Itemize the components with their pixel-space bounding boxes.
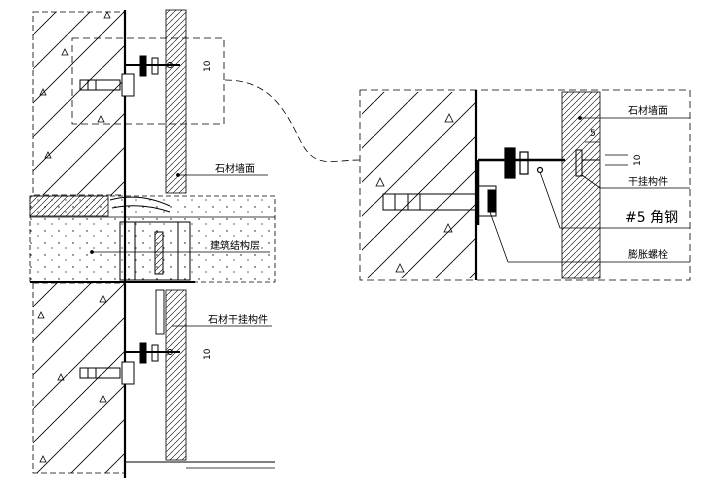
stone-panel-lower xyxy=(165,289,187,461)
detail-frame xyxy=(359,89,691,281)
stone-panel-upper xyxy=(165,9,187,194)
detail-expansion-bolt xyxy=(382,185,497,217)
slab-bracket xyxy=(109,196,191,281)
aggregate-marks xyxy=(37,11,111,463)
label-stone-facade-main: 石材墙面 xyxy=(215,162,255,175)
detail-angle-steel xyxy=(476,147,565,225)
label-hanger-detail: 干挂构件 xyxy=(628,175,668,188)
dimension-lower: 10 xyxy=(203,348,213,360)
label-angle-steel: #5 角钢 xyxy=(625,210,678,226)
slab-edge-block xyxy=(29,195,109,217)
dimension-detail-width: 5 xyxy=(590,129,596,139)
label-expansion-bolt: 膨胀螺栓 xyxy=(628,248,668,261)
callout-connector xyxy=(224,79,361,162)
label-stone-facade-detail: 石材墙面 xyxy=(628,104,668,117)
detail-stone-panel xyxy=(561,91,601,279)
anchor-assembly-lower xyxy=(79,342,180,385)
concrete-wall-upper xyxy=(32,11,126,196)
dimension-detail-gap: 10 xyxy=(633,154,643,166)
dimension-upper: 10 xyxy=(203,60,213,72)
enlarged-detail: 5 10 石材墙面 干挂构件 #5 角钢 膨胀螺栓 xyxy=(359,89,691,281)
label-building-structure: 建筑结构层 xyxy=(210,239,260,252)
detail-callout-box xyxy=(71,37,225,125)
label-stone-hanger-main: 石材干挂构件 xyxy=(208,313,268,326)
main-section: 10 10 石材墙面 建筑结构层 石材干挂构件 xyxy=(29,9,276,478)
anchor-assembly-upper xyxy=(79,55,180,97)
detail-hanger xyxy=(575,149,600,177)
